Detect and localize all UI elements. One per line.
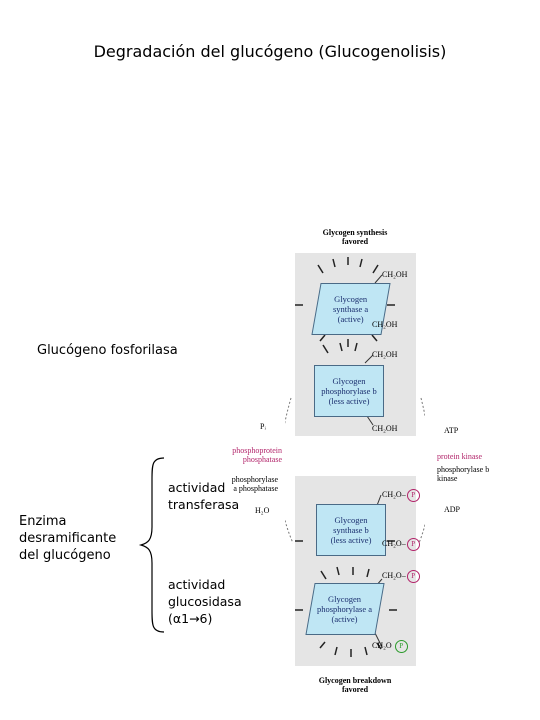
protein-kinase-label: protein kinase: [437, 452, 483, 461]
ch2o-text: CH₂O: [372, 641, 392, 650]
phosphate-icon: P: [394, 640, 408, 653]
curly-brace: [138, 457, 165, 633]
atp-label: ATP: [444, 426, 459, 435]
glycogen-synthase-b-label: Glycogen synthase b (less active): [330, 515, 372, 545]
phosphorylase-b-kinase-label: phosphorylase b kinase: [437, 465, 490, 483]
glycogen-phosphorylase-a: Glycogen phosphorylase a (active): [305, 583, 385, 635]
ch2o-phosphate-label: CH₂O–P: [382, 570, 420, 583]
phosphoprotein-phosphatase-label: phosphoprotein phosphatase: [232, 446, 282, 464]
ch2oh-label: CH₂OH: [372, 320, 398, 329]
phosphate-icon: P: [406, 489, 420, 502]
page-title: Degradación del glucógeno (Glucogenolisi…: [93, 42, 447, 61]
ch2o-text: CH₂O: [382, 490, 402, 499]
glycogen-synthase-a-label: Glycogen synthase a (active): [333, 294, 369, 324]
phosphate-icon: P: [406, 538, 420, 551]
bottom-caption: Glycogen breakdown favored: [318, 676, 392, 694]
glycogen-synthase-b: Glycogen synthase b (less active): [316, 504, 386, 556]
glycogen-phosphorylase-b-label: Glycogen phosphorylase b (less active): [321, 376, 377, 406]
glycogen-phosphorylase-a-label: Glycogen phosphorylase a (active): [317, 594, 373, 624]
glycogen-phosphorylase-b: Glycogen phosphorylase b (less active): [314, 365, 384, 417]
h2o-label: H₂O: [255, 506, 270, 515]
top-caption: Glycogen synthesis favored: [322, 228, 388, 246]
ch2o-text: CH₂O: [382, 571, 402, 580]
ch2oh-label: CH₂OH: [382, 270, 408, 279]
phosphorylase-a-phosphatase-label: phosphorylase a phosphatase: [231, 475, 278, 493]
glucosidase-activity-label-3: (α1→6): [168, 611, 213, 626]
ch2o-text: CH₂O: [382, 539, 402, 548]
ch2oh-label: CH₂OH: [372, 424, 398, 433]
pi-label: Pᵢ: [260, 422, 266, 431]
glycogen-phosphorylase-label: Glucógeno fosforilasa: [37, 343, 178, 358]
transferase-activity-label: actividad transferasa: [168, 480, 240, 512]
ch2o-phosphate-label: CH₂O–P: [382, 538, 420, 551]
glucosidase-activity-label-1: actividad: [168, 577, 226, 592]
ch2o-phosphate-label: CH₂O P: [372, 640, 408, 653]
debranching-enzyme-label: Enzima desramificante del glucógeno: [19, 514, 117, 563]
ch2oh-label: CH₂OH: [372, 350, 398, 359]
phosphate-icon: P: [406, 570, 420, 583]
adp-label: ADP: [444, 505, 461, 514]
figure-decorations: [285, 257, 425, 657]
glucosidase-activity-label-2: glucosidasa: [168, 594, 242, 609]
ch2o-phosphate-label: CH₂O–P: [382, 489, 420, 502]
